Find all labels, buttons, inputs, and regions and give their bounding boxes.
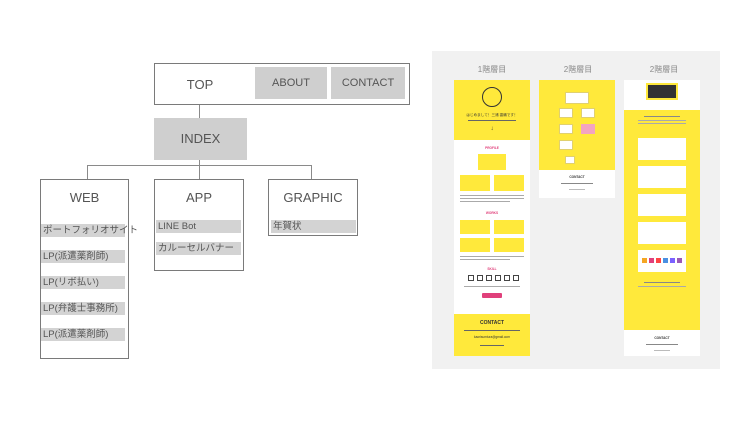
contact-section: CONTACT kaorisumiura@gmail.com [454, 314, 530, 356]
graphic-item: 年賀状 [271, 220, 356, 233]
web-item: ポートフォリオサイト [41, 224, 139, 237]
web-item: LP(派遣薬剤師) [41, 250, 125, 263]
content-section [624, 110, 700, 330]
image-placeholder [565, 92, 589, 104]
text-placeholder [654, 350, 670, 351]
color-swatch [670, 258, 675, 263]
skill-icon [495, 275, 501, 281]
column-title: 2階層目 [563, 65, 593, 74]
graphic-category-title: GRAPHIC [283, 190, 343, 205]
image-placeholder [638, 194, 686, 216]
wireframe-page-2: CONTACT [539, 80, 615, 198]
text-placeholder [569, 189, 585, 190]
about-node-label: ABOUT [272, 77, 310, 89]
image-placeholder [638, 138, 686, 160]
text-placeholder [460, 195, 524, 196]
color-swatch [663, 258, 668, 263]
text-placeholder [460, 201, 510, 202]
text-placeholder [638, 286, 686, 287]
work-card [460, 238, 490, 252]
image-placeholder [559, 108, 573, 118]
about-node: ABOUT [255, 67, 327, 99]
sitemap-diagram: TOP ABOUT CONTACT INDEX WEB ポートフォリオサイト L… [40, 63, 410, 359]
hero-section: はじめまして！三浦 香織です！ ↓ [454, 80, 530, 140]
image-placeholder [559, 124, 573, 134]
web-category-title: WEB [69, 190, 100, 205]
image-placeholder [638, 222, 686, 244]
index-node: INDEX [154, 118, 247, 160]
skill-icon [504, 275, 510, 281]
skill-icon [477, 275, 483, 281]
wireframe-page-3: CONTACT [624, 80, 700, 356]
connector-line [311, 165, 312, 179]
arrow-down-icon: ↓ [490, 126, 494, 132]
work-card [460, 220, 490, 234]
color-swatch [656, 258, 661, 263]
avatar [482, 87, 502, 107]
text-placeholder [480, 345, 504, 346]
web-item: LP(リボ払い) [41, 276, 125, 289]
text-placeholder [638, 120, 686, 121]
column-title: 2階層目 [649, 65, 679, 74]
image-placeholder [581, 108, 595, 118]
top-node-label: TOP [186, 77, 214, 92]
text-placeholder [464, 330, 520, 331]
work-card [494, 238, 524, 252]
palette-placeholder [638, 250, 686, 272]
app-category-title: APP [185, 190, 212, 205]
app-item: カルーセルバナー [156, 242, 241, 255]
image-placeholder [565, 156, 575, 164]
text-placeholder [460, 259, 510, 260]
skill-icon [468, 275, 474, 281]
color-swatch [677, 258, 682, 263]
contact-email: kaorisumiura@gmail.com [473, 335, 510, 339]
text-placeholder [638, 123, 686, 124]
profile-heading: PROFILE [485, 146, 499, 150]
skill-icon [513, 275, 519, 281]
text-placeholder [644, 116, 680, 117]
contact-heading: CONTACT [479, 320, 505, 326]
text-placeholder [464, 286, 520, 287]
works-heading: WORKS [485, 211, 499, 215]
connector-line [199, 160, 200, 165]
text-placeholder [644, 282, 680, 283]
web-item: LP(派遣薬剤師) [41, 328, 125, 341]
color-swatch [649, 258, 654, 263]
work-card [494, 220, 524, 234]
skill-icon [486, 275, 492, 281]
web-item: LP(弁護士事務所) [41, 302, 125, 315]
hero-greeting: はじめまして！三浦 香織です！ [466, 113, 518, 117]
contact-heading: CONTACT [569, 175, 585, 179]
hero-image-placeholder [646, 83, 678, 100]
content-section [539, 80, 615, 170]
text-placeholder [460, 256, 524, 257]
connector-line [199, 105, 200, 118]
contact-node: CONTACT [331, 67, 405, 99]
image-placeholder [581, 124, 595, 134]
index-node-label: INDEX [180, 131, 221, 146]
skill-heading: SKILL [487, 267, 497, 271]
profile-card [460, 175, 490, 191]
contact-node-label: CONTACT [341, 77, 395, 89]
app-item: LINE Bot [156, 220, 241, 233]
color-swatch [642, 258, 647, 263]
text-placeholder [646, 344, 678, 345]
wireframe-panel: 1階層目 2階層目 2階層目 はじめまして！三浦 香織です！ ↓ PROFILE… [432, 51, 720, 369]
wireframe-page-1: はじめまして！三浦 香織です！ ↓ PROFILE WORKS SKILL C [454, 80, 530, 356]
profile-card [478, 154, 506, 170]
text-placeholder [460, 198, 524, 199]
more-button[interactable] [482, 293, 502, 298]
image-placeholder [638, 166, 686, 188]
image-placeholder [559, 140, 573, 150]
text-placeholder [561, 183, 593, 184]
connector-line [87, 165, 88, 179]
hero-subtext [468, 120, 516, 121]
profile-card [494, 175, 524, 191]
connector-line [199, 165, 200, 179]
column-title: 1階層目 [477, 65, 507, 74]
contact-heading: CONTACT [654, 336, 670, 340]
